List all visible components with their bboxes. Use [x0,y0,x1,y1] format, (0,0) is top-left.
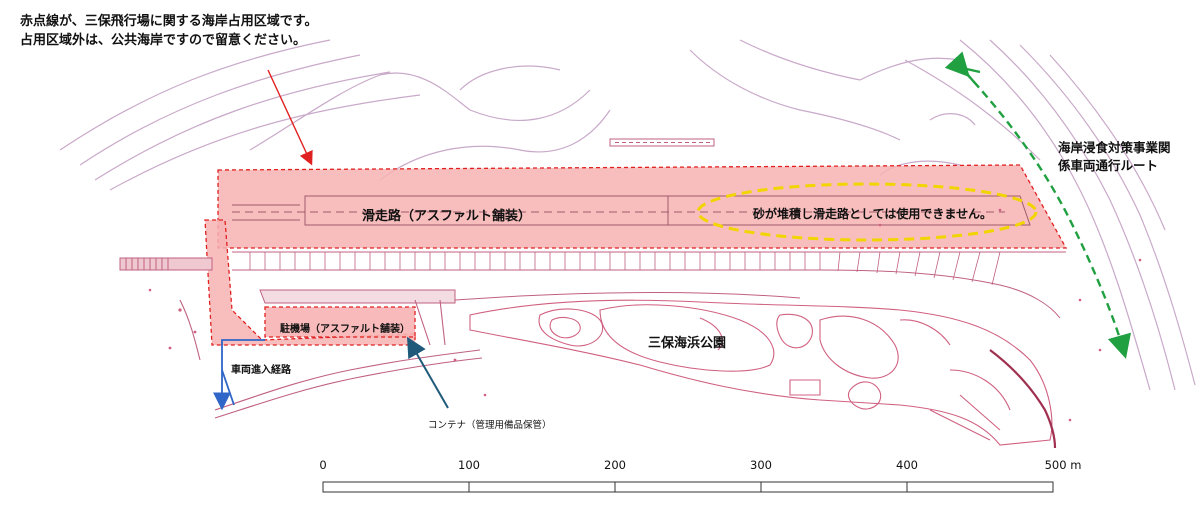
notice-line-2: 占用区域外は、公共海岸ですので留意ください。 [20,33,307,48]
park-outline [469,299,1053,446]
road [179,299,483,419]
route-label-line-2: 係車両通行ルート [1058,158,1159,173]
scale-tick-200: 200 [604,458,626,472]
notice-line-1: 赤点線が、三保飛行場に関する海岸占用区域です。 [20,14,318,29]
access-strip [119,257,213,271]
occupancy-area-apron [264,306,416,338]
notice: 赤点線が、三保飛行場に関する海岸占用区域です。 占用区域外は、公共海岸ですので留… [20,12,317,50]
sand-notice-label: 砂が堆積し滑走路としては使用できません。 [753,207,993,221]
vehicle-entry-arrows [213,339,265,411]
park-label: 三保海浜公園 [648,336,727,351]
scale-bar [322,481,1054,493]
old-strip [609,138,715,147]
red-arrow [267,69,313,166]
scale-tick-500: 500 m [1044,458,1082,472]
container-arrow [407,336,449,409]
seawall-ticks [249,251,1001,286]
scale-tick-400: 400 [896,458,918,472]
container-label: コンテナ（管理用備品保管） [428,420,552,431]
vehicle-entry-label: 車両進入経路 [231,365,291,376]
scale-tick-100: 100 [458,458,480,472]
scale-tick-300: 300 [750,458,772,472]
route-label-line-1: 海岸浸食対策事業関 [1058,140,1171,155]
runway-label: 滑走路（アスファルト舗装） [362,209,532,224]
occupancy-area-left [204,219,416,346]
park-coast [989,349,1057,449]
scale-tick-0: 0 [319,458,327,472]
apron-label: 駐機場（アスファルト舗装） [280,324,410,335]
